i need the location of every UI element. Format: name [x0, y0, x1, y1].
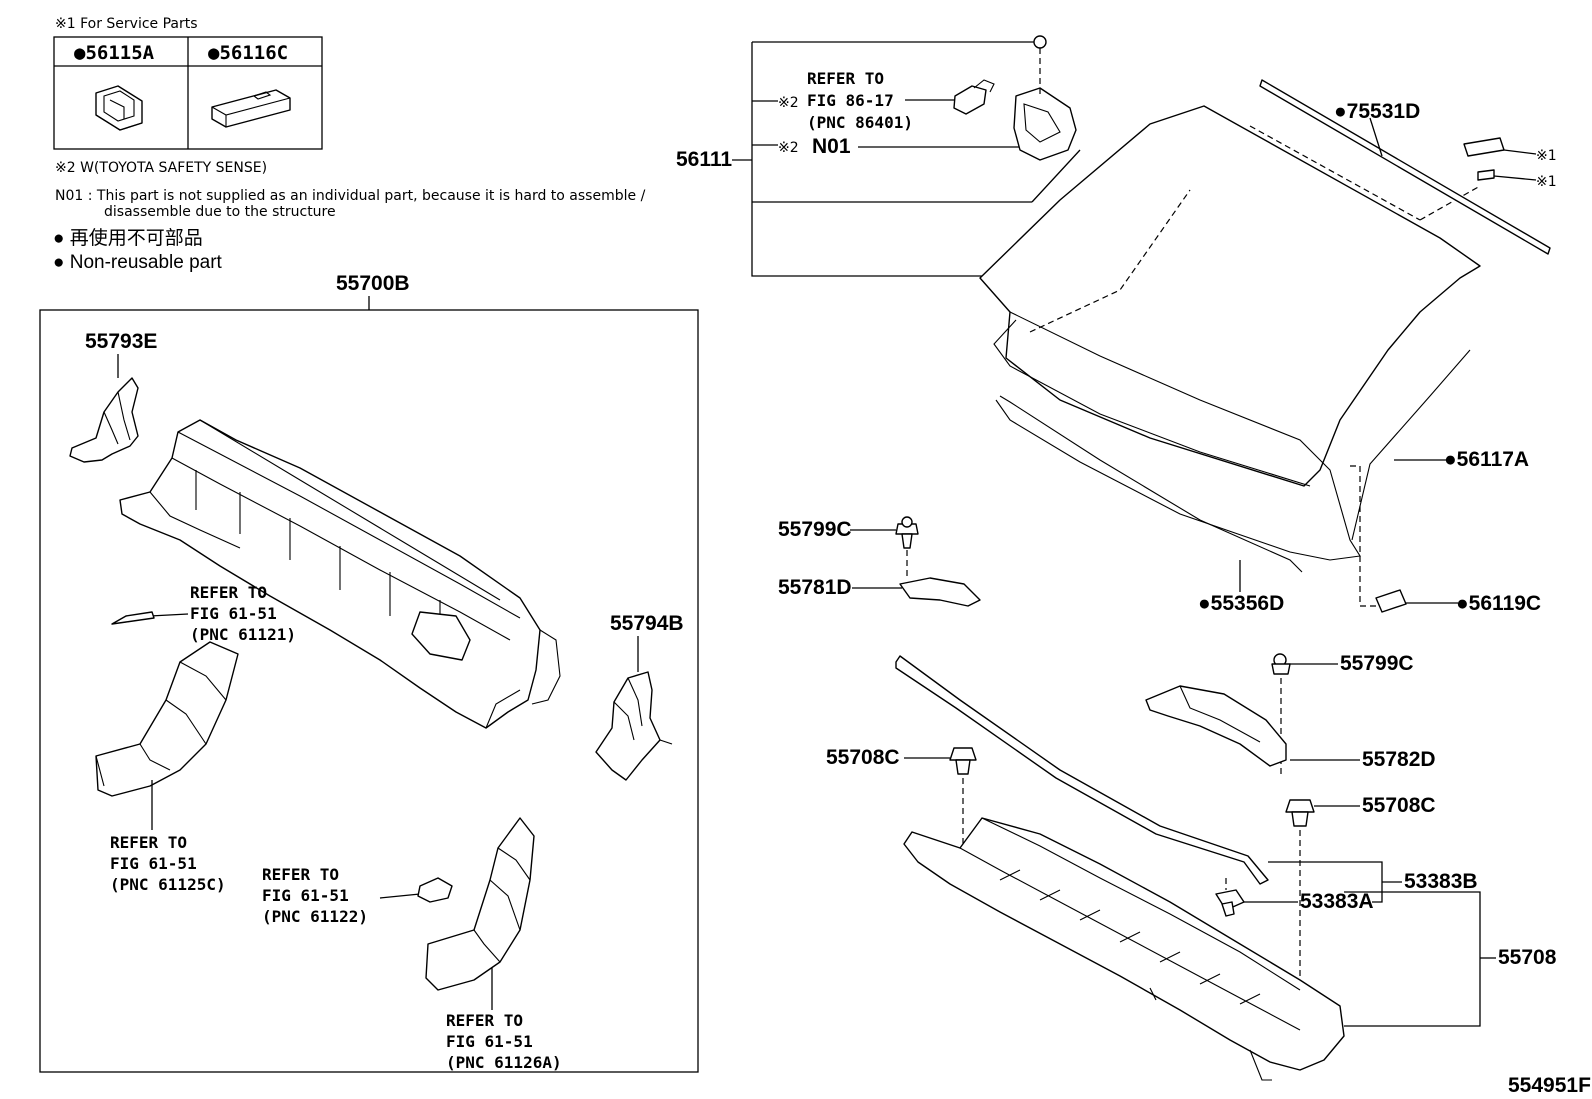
pad-part-drawing [211, 89, 291, 128]
label-55799C-b: 55799C [1340, 652, 1414, 675]
ref-86401-line1: REFER TO [807, 69, 884, 88]
legend-japanese: ● 再使用不可部品 [53, 227, 203, 249]
service-parts-table: ●56115A ●56116C [53, 36, 323, 150]
service-parts-note: ※1 For Service Parts [55, 16, 198, 32]
label-55782D: 55782D [1362, 748, 1436, 771]
cowl-panel-55700B [119, 419, 561, 729]
label-55708C-b: 55708C [1362, 794, 1436, 817]
bracket-61121 [111, 611, 155, 625]
label-55799C-a: 55799C [778, 518, 852, 541]
label-55708: 55708 [1498, 946, 1557, 969]
mark-2a: ※2 [778, 95, 799, 111]
bracket-clip [1033, 35, 1047, 49]
windshield-right-edge [1351, 349, 1471, 541]
ref-61126A-line3: (PNC 61126A) [446, 1053, 562, 1072]
ref-61122-line3: (PNC 61122) [262, 907, 368, 926]
ref-61125C-line1: REFER TO [110, 833, 187, 852]
bracket-61122 [417, 877, 453, 903]
assembly-55700B-box [39, 309, 699, 1073]
clip-53383A [1215, 889, 1245, 917]
bracket-55708 [1344, 891, 1481, 1027]
strip-55356D [999, 395, 1303, 573]
ref-86401-line3: (PNC 86401) [807, 113, 913, 132]
service-piece-2 [1477, 169, 1495, 181]
ref-61121-line3: (PNC 61121) [190, 625, 296, 644]
pillar-61125C [95, 641, 239, 797]
camera-sensor-part [953, 85, 987, 115]
note-n01-line2: disassemble due to the structure [104, 204, 336, 220]
service-piece-1 [1463, 137, 1505, 157]
label-55356D: ●55356D [1198, 592, 1284, 615]
ref-61126A-line2: FIG 61-51 [446, 1032, 533, 1051]
cowl-louver-55708 [903, 817, 1345, 1081]
ref-61125C-line3: (PNC 61125C) [110, 875, 226, 894]
label-56111: 56111 [676, 148, 732, 171]
spacer-56119C [1375, 589, 1407, 613]
service-part-56116C: ●56116C [208, 42, 288, 64]
clip-55708C-b [1285, 799, 1315, 827]
label-N01: N01 [812, 135, 851, 158]
clip-55799C-b [1271, 653, 1291, 675]
note-n01-line1: N01 : This part is not supplied as an in… [55, 188, 646, 204]
label-55793E: 55793E [85, 330, 157, 353]
seal-55782D [1145, 685, 1287, 767]
mark-1a: ※1 [1536, 148, 1557, 164]
label-56119C: ●56119C [1456, 592, 1541, 615]
service-part-56115A: ●56115A [74, 42, 155, 64]
label-75531D: ●75531D [1334, 100, 1420, 123]
pillar-61126A [425, 817, 535, 991]
clip-55799C-a [895, 516, 919, 549]
clip-55708C-a [949, 747, 977, 775]
ref-61126A-line1: REFER TO [446, 1011, 523, 1030]
note-2: ※2 W(TOYOTA SAFETY SENSE) [55, 160, 267, 176]
legend-english: ● Non-reusable part [53, 252, 223, 273]
sensor-bracket-part [1013, 87, 1077, 161]
ref-61121-line1: REFER TO [190, 583, 267, 602]
ref-61122-line1: REFER TO [262, 865, 339, 884]
label-53383A: 53383A [1300, 890, 1374, 913]
seal-strip-53383B [895, 655, 1269, 885]
ref-86401-line2: FIG 86-17 [807, 91, 894, 110]
mark-2b: ※2 [778, 140, 799, 156]
ref-61125C-line2: FIG 61-51 [110, 854, 197, 873]
label-55781D: 55781D [778, 576, 852, 599]
bracket-55794B [595, 671, 673, 781]
mark-1b: ※1 [1536, 174, 1557, 190]
figure-id: 554951F [1508, 1074, 1591, 1097]
label-56117A: ●56117A [1444, 448, 1529, 471]
label-55708C-a: 55708C [826, 746, 900, 769]
bracket-55793E [69, 377, 139, 463]
label-55700B: 55700B [336, 272, 410, 295]
molding-75531D [1259, 79, 1551, 255]
windshield-glass [979, 105, 1481, 487]
label-53383B: 53383B [1404, 870, 1478, 893]
ref-61122-line2: FIG 61-51 [262, 886, 349, 905]
seal-55781D [899, 577, 981, 607]
ref-61121-line2: FIG 61-51 [190, 604, 277, 623]
label-55794B: 55794B [610, 612, 684, 635]
clip-part-drawing [95, 85, 143, 131]
